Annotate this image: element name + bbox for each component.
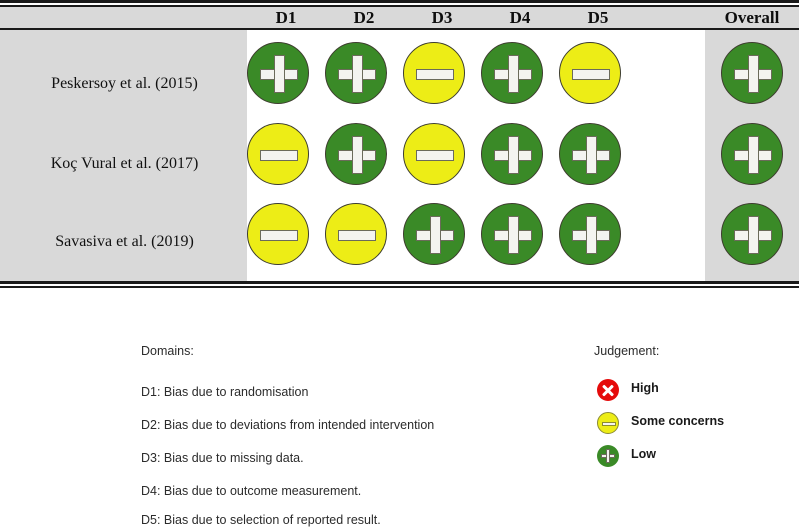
- table-row-study-label: Peskersoy et al. (2015): [51, 75, 198, 92]
- judgement-cell-d1-row2[interactable]: [247, 123, 309, 185]
- table-row-study-label: Koç Vural et al. (2017): [50, 155, 199, 172]
- plus-icon: [351, 55, 363, 93]
- domain-description-d5: D5: Bias due to selection of reported re…: [141, 513, 381, 527]
- plus-icon-bar-v: [606, 449, 610, 463]
- domain-columns-background: [247, 30, 705, 281]
- judgement-cell-overall-row3[interactable]: [721, 203, 783, 265]
- minus-icon: [338, 230, 376, 241]
- column-header-d4: D4: [509, 8, 531, 27]
- judgement-cell-overall-row2[interactable]: [721, 123, 783, 185]
- legend-label-high: High: [631, 381, 659, 395]
- domain-description-d3: D3: Bias due to missing data.: [141, 451, 304, 465]
- judgement-cell-d3-row3[interactable]: [403, 203, 465, 265]
- judgement-cell-d2-row1[interactable]: [325, 42, 387, 104]
- legend-label-some-concerns: Some concerns: [631, 414, 725, 428]
- judgement-cell-d4-row1[interactable]: [481, 42, 543, 104]
- plus-icon: [429, 216, 441, 254]
- study-column-background: [0, 30, 247, 281]
- minus-icon: [572, 69, 610, 80]
- plus-icon: [747, 136, 759, 174]
- column-header-d1: D1: [275, 8, 297, 27]
- table-bottom-border-outer: [0, 286, 799, 288]
- judgement-cell-overall-row1[interactable]: [721, 42, 783, 104]
- plus-icon: [507, 55, 519, 93]
- plus-icon: [273, 55, 285, 93]
- plus-icon: [351, 136, 363, 174]
- judgement-legend-title: Judgement:: [594, 344, 660, 358]
- judgement-cell-d5-row3[interactable]: [559, 203, 621, 265]
- judgement-cell-d5-row1[interactable]: [559, 42, 621, 104]
- table-top-border-outer: [0, 0, 799, 3]
- legend-label-low: Low: [631, 447, 656, 461]
- plus-icon: [507, 216, 519, 254]
- plus-icon: [507, 136, 519, 174]
- plus-icon: [747, 55, 759, 93]
- column-header-d2: D2: [353, 8, 375, 27]
- plus-icon: [585, 216, 597, 254]
- minus-icon: [597, 412, 619, 434]
- minus-icon: [260, 150, 298, 161]
- domain-description-d4: D4: Bias due to outcome measurement.: [141, 484, 362, 498]
- plus-icon: [597, 445, 619, 467]
- plus-icon: [585, 136, 597, 174]
- risk-of-bias-table: D1 D2 D3 D4 D5 Overall Peskersoy et al. …: [0, 0, 799, 288]
- judgement-cell-d3-row1[interactable]: [403, 42, 465, 104]
- judgement-cell-d4-row3[interactable]: [481, 203, 543, 265]
- table-bottom-border-inner: [0, 281, 799, 284]
- table-row-study-label: Savasiva et al. (2019): [55, 233, 194, 250]
- judgement-cell-d4-row2[interactable]: [481, 123, 543, 185]
- domain-description-d1: D1: Bias due to randomisation: [141, 385, 309, 399]
- column-header-d3: D3: [431, 8, 453, 27]
- plus-icon: [747, 216, 759, 254]
- judgement-cell-d1-row3[interactable]: [247, 203, 309, 265]
- minus-icon: [416, 150, 454, 161]
- judgement-cell-d2-row3[interactable]: [325, 203, 387, 265]
- table-top-border-inner: [0, 5, 799, 7]
- judgement-cell-d5-row2[interactable]: [559, 123, 621, 185]
- table-header-background: [0, 7, 799, 28]
- column-header-d5: D5: [587, 8, 609, 27]
- table-header-rule: [0, 28, 799, 30]
- domain-description-d2: D2: Bias due to deviations from intended…: [141, 418, 435, 432]
- judgement-cell-d1-row1[interactable]: [247, 42, 309, 104]
- minus-icon: [260, 230, 298, 241]
- judgement-cell-d3-row2[interactable]: [403, 123, 465, 185]
- column-header-overall: Overall: [724, 8, 780, 27]
- cross-icon-strokes: [597, 379, 619, 401]
- judgement-cell-d2-row2[interactable]: [325, 123, 387, 185]
- domains-legend-title: Domains:: [141, 344, 194, 358]
- minus-icon: [416, 69, 454, 80]
- cross-icon: [597, 379, 619, 401]
- minus-icon-bar: [602, 422, 616, 426]
